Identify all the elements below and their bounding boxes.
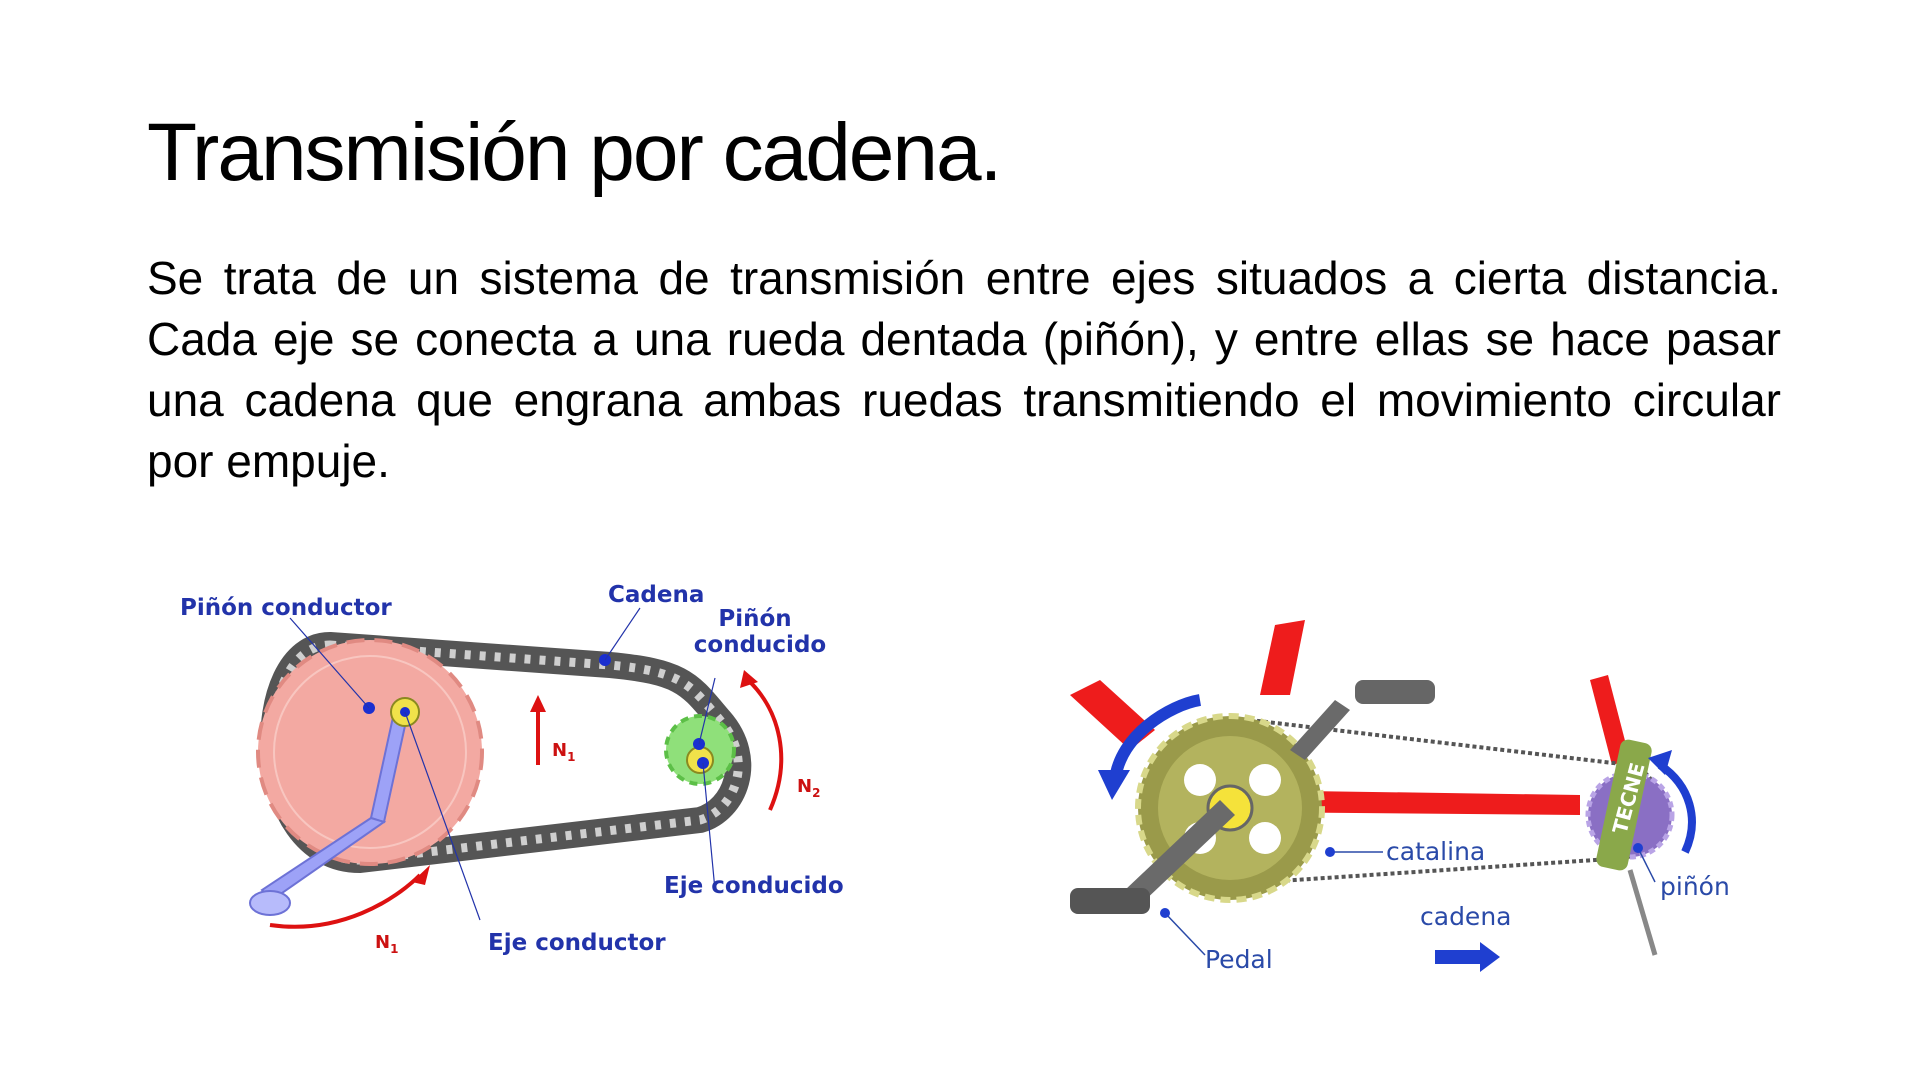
label-n2: N2 (797, 776, 820, 800)
label-pinon: piñón (1660, 872, 1730, 901)
label-pinon-conductor: Piñón conductor (180, 595, 392, 621)
label-eje-conducido: Eje conducido (664, 873, 844, 899)
bicycle-drivetrain-diagram: TECNE catalina piñón cadena Pedal (1060, 620, 1760, 980)
slide-body-text: Se trata de un sistema de transmisión en… (147, 252, 1781, 487)
bike-diagram-svg: TECNE catalina piñón cadena Pedal (1070, 620, 1730, 974)
pointer-dot (1160, 908, 1170, 918)
direction-arrows (1098, 694, 1696, 972)
chain-diagram-svg: Piñón conductor Cadena Piñón conducido N… (180, 582, 844, 956)
bike-leader-lines (1164, 847, 1656, 956)
label-catalina: catalina (1386, 837, 1485, 866)
label-pedal: Pedal (1205, 945, 1273, 974)
slide-title: Transmisión por cadena. (147, 107, 1002, 198)
drive-gear (256, 638, 484, 866)
label-eje-conductor: Eje conductor (488, 930, 666, 956)
rotation-arrows (269, 678, 784, 929)
label-pinon-conducido-2: conducido (694, 632, 826, 658)
label-n1-upper: N1 (552, 740, 575, 764)
chain-transmission-diagram: Piñón conductor Cadena Piñón conducido N… (180, 560, 880, 980)
crank-arm (249, 697, 420, 916)
label-cadena-bike: cadena (1420, 902, 1511, 931)
pointer-dot (1325, 847, 1335, 857)
label-n1-lower: N1 (375, 932, 398, 956)
arrow-heads (412, 670, 758, 885)
crank-and-pedals (1070, 680, 1435, 914)
driven-gear (664, 714, 736, 786)
rear-sprocket: TECNE (1585, 739, 1675, 956)
label-pinon-conducido-1: Piñón (718, 606, 791, 632)
label-cadena: Cadena (608, 582, 704, 608)
bike-frame (1070, 620, 1630, 815)
pointer-dot (1633, 843, 1643, 853)
leader-lines (289, 607, 716, 921)
